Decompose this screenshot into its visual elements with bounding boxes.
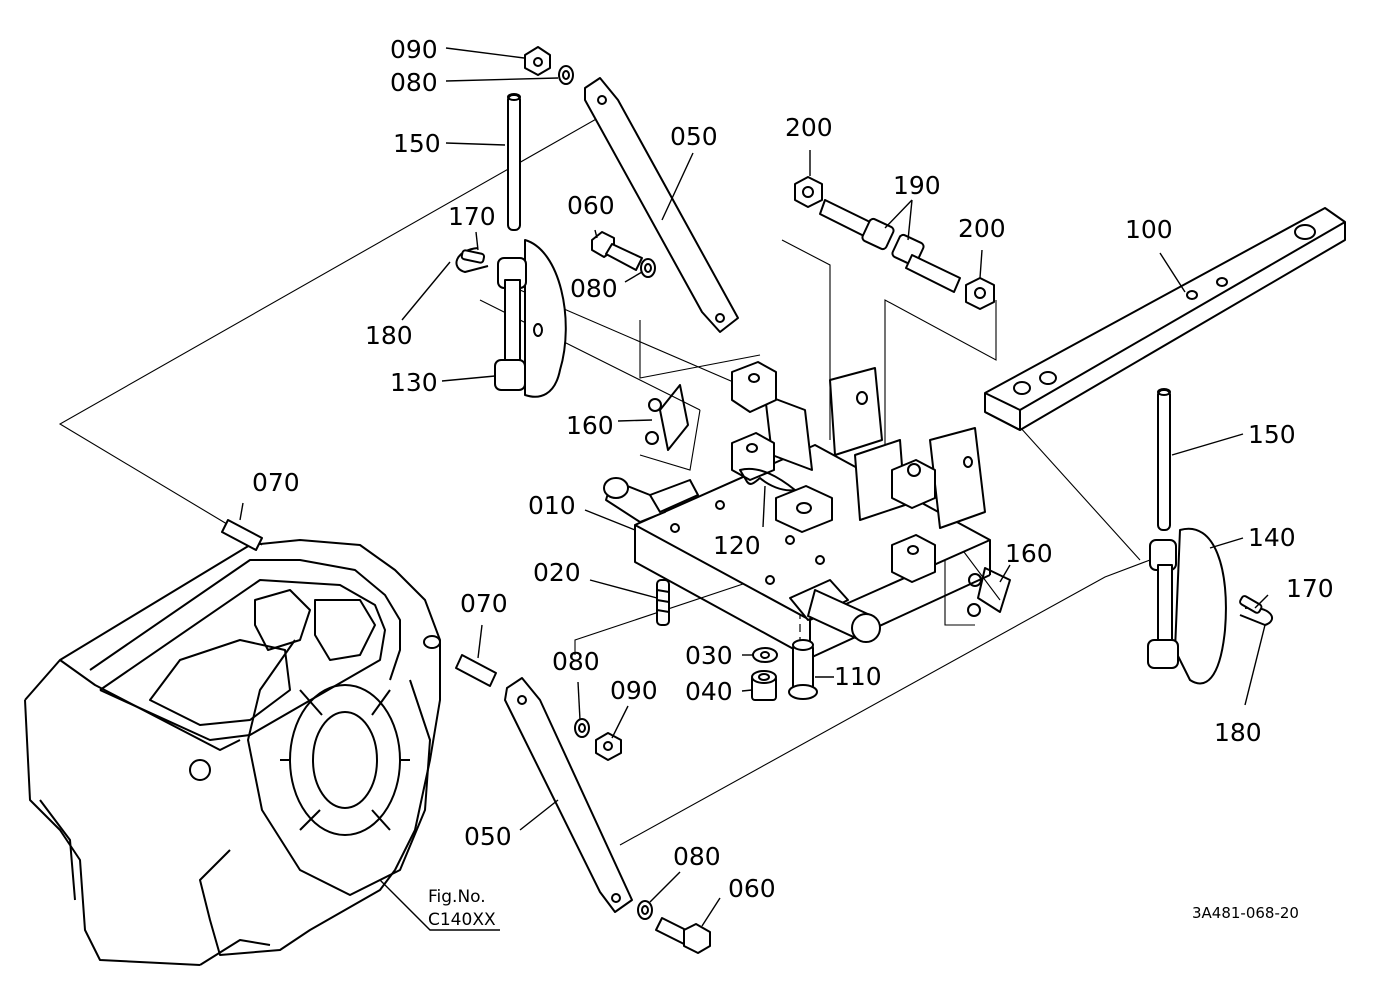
label-170-left: 170 xyxy=(448,202,496,231)
nut-200-right xyxy=(965,277,995,310)
label-090-top: 090 xyxy=(390,35,438,64)
label-070-mid: 070 xyxy=(460,589,508,618)
cotter-pin-180-left xyxy=(455,247,489,273)
washer-080-mid xyxy=(640,258,656,278)
label-150-right: 150 xyxy=(1248,420,1296,449)
bush-040 xyxy=(751,670,777,701)
cotter-pin-180-right xyxy=(1239,595,1273,626)
link-050-upper xyxy=(584,77,739,333)
label-leader-lines xyxy=(239,47,1269,931)
label-150-left: 150 xyxy=(393,129,441,158)
label-060-bottom: 060 xyxy=(728,874,776,903)
fig-ref-code: C140XX xyxy=(428,910,496,930)
pin-150-left xyxy=(507,93,521,231)
nut-090-top xyxy=(524,46,551,76)
label-160-left: 160 xyxy=(566,411,614,440)
arm-130 xyxy=(494,239,567,398)
label-130: 130 xyxy=(390,368,438,397)
label-040: 040 xyxy=(685,677,733,706)
pin-110 xyxy=(788,639,818,700)
lever-100 xyxy=(984,207,1346,431)
bolt-190-left xyxy=(819,199,895,251)
label-180-left: 180 xyxy=(365,321,413,350)
washer-080-top xyxy=(558,65,574,85)
label-080-mid: 080 xyxy=(570,274,618,303)
bolt-060-top xyxy=(591,231,643,271)
stud-070-left xyxy=(221,519,263,551)
fig-ref-label: Fig.No. xyxy=(428,887,486,907)
transmission-housing xyxy=(24,539,441,966)
label-140: 140 xyxy=(1248,523,1296,552)
pin-150-right xyxy=(1157,388,1171,531)
plate-upright xyxy=(764,367,986,529)
arm-140 xyxy=(1147,527,1227,685)
label-120: 120 xyxy=(713,531,761,560)
bolt-060-bottom xyxy=(655,917,711,954)
block-center xyxy=(775,485,833,533)
label-070-left: 070 xyxy=(252,468,300,497)
label-160-right: 160 xyxy=(1005,539,1053,568)
label-090-low: 090 xyxy=(610,676,658,705)
clip-120 xyxy=(739,467,796,492)
spring-160-right xyxy=(967,567,1011,617)
label-080-low: 080 xyxy=(552,647,600,676)
spring-160-left xyxy=(645,384,689,451)
label-010: 010 xyxy=(528,491,576,520)
label-060-top: 060 xyxy=(567,191,615,220)
stud-070-mid xyxy=(455,654,497,687)
washer-030 xyxy=(752,647,778,663)
spring-020 xyxy=(656,579,670,626)
shaft-right xyxy=(789,579,881,643)
label-180-right: 180 xyxy=(1214,718,1262,747)
washer-080-low xyxy=(574,718,590,738)
part-number-labels: 090 080 150 050 200 190 200 100 170 060 … xyxy=(252,35,1334,903)
nut-200-top xyxy=(794,176,823,208)
label-170-right: 170 xyxy=(1286,574,1334,603)
shaft-left xyxy=(603,477,699,523)
block-right xyxy=(891,459,936,583)
block-upper xyxy=(731,361,777,481)
label-080-bottom: 080 xyxy=(673,842,721,871)
label-110: 110 xyxy=(834,662,882,691)
label-030: 030 xyxy=(685,641,733,670)
label-200-right: 200 xyxy=(958,214,1006,243)
label-020: 020 xyxy=(533,558,581,587)
label-050-top: 050 xyxy=(670,122,718,151)
nut-090-low xyxy=(595,732,622,761)
link-050-lower xyxy=(504,677,633,913)
drawing-code: 3A481-068-20 xyxy=(1192,904,1299,922)
washer-080-bottom xyxy=(637,900,653,920)
label-200-top: 200 xyxy=(785,113,833,142)
label-080-top: 080 xyxy=(390,68,438,97)
label-190: 190 xyxy=(893,171,941,200)
label-100: 100 xyxy=(1125,215,1173,244)
bolt-190-right xyxy=(891,233,961,293)
figure-reference: Fig.No. C140XX xyxy=(428,887,496,930)
label-050-low: 050 xyxy=(464,822,512,851)
